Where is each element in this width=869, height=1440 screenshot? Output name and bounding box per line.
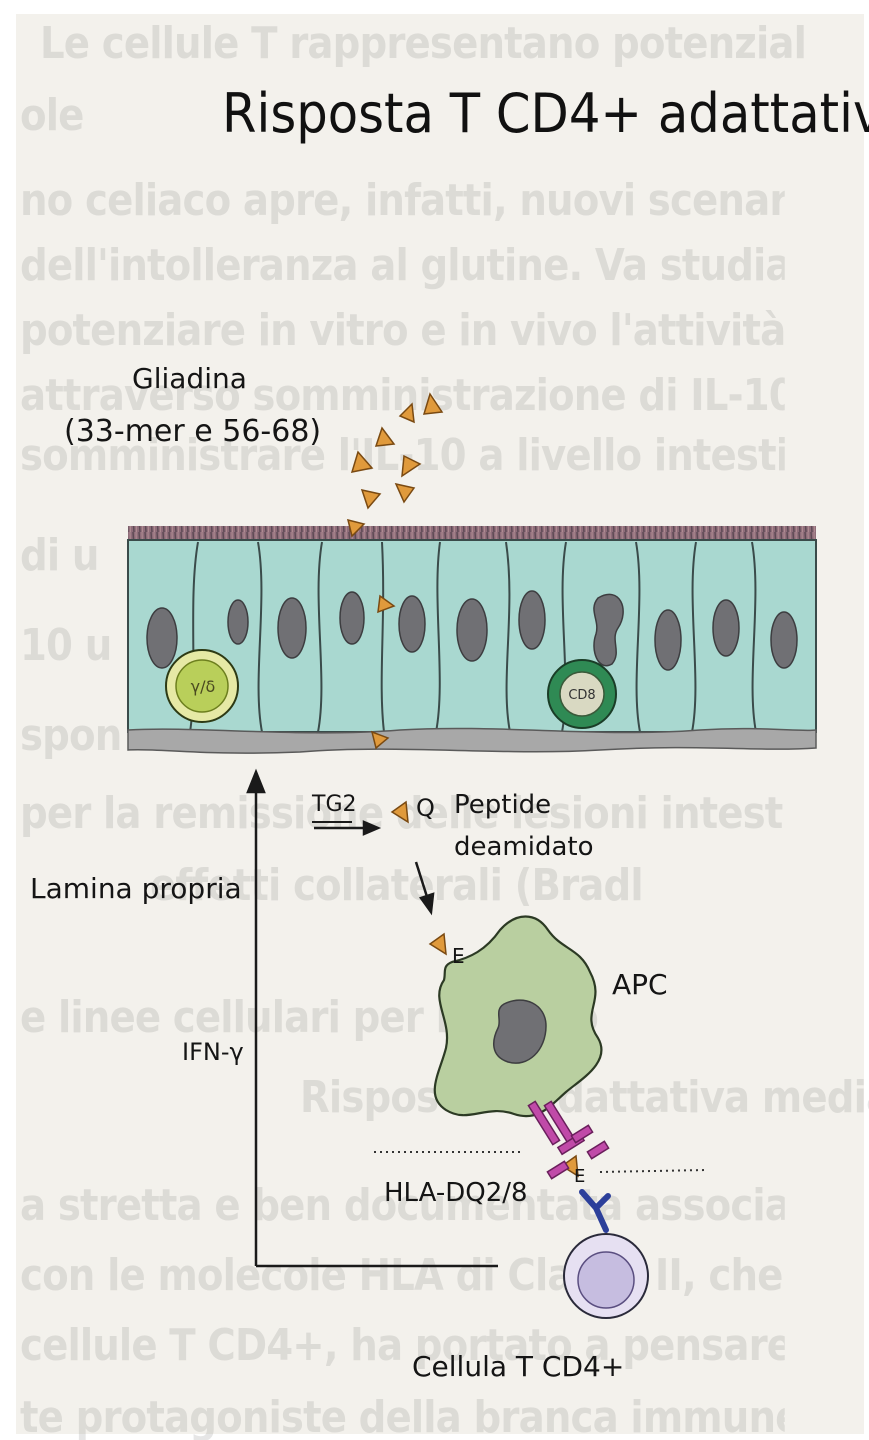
cd8-cell-label: CD8	[568, 688, 595, 703]
apc-label: APC	[612, 968, 668, 1001]
gliadin-subtitle: (33-mer e 56-68)	[64, 414, 321, 449]
gliadin-peptide-icon	[424, 394, 442, 414]
gamma-delta-cell-label: γ/δ	[191, 677, 216, 696]
deamidation-arrowhead-icon	[421, 894, 433, 912]
gliadin-peptide-icon	[396, 484, 414, 502]
gliadin-peptide-icon	[402, 456, 420, 476]
cd4-t-cell	[564, 1234, 648, 1318]
deamidation-arrow	[416, 862, 428, 900]
tg2-label: TG2	[312, 792, 356, 817]
tg2-arrowhead-icon	[364, 822, 378, 834]
gliadin-peptide-icon	[400, 404, 414, 422]
t-cell-receptor	[582, 1192, 608, 1230]
gliadin-peptide-icon	[376, 428, 394, 446]
ifn-gamma-arrowhead-icon	[248, 772, 264, 792]
deamidated-label: deamidato	[454, 832, 594, 862]
hla-dq-molecule	[528, 1101, 608, 1178]
gliadin-peptide-icon	[362, 490, 380, 508]
intestinal-epithelium	[128, 526, 816, 753]
lamina-propria-label: Lamina propria	[30, 872, 242, 905]
e-residue-hla-label: E	[574, 1166, 585, 1187]
ifn-gamma-label: IFN-γ	[182, 1038, 244, 1066]
gliadin-label: Gliadina	[132, 362, 247, 395]
gliadin-peptide-icon	[352, 452, 372, 472]
peptide-label: Peptide	[454, 790, 551, 820]
gliadin-peptide-icon	[392, 802, 408, 822]
gliadin-peptide-icon	[430, 934, 446, 954]
e-residue-apc-label: E	[452, 944, 465, 968]
hla-label: HLA-DQ2/8	[384, 1178, 528, 1208]
dotted-connector-right	[600, 1170, 706, 1172]
basement-membrane	[128, 728, 816, 753]
gliadin-label-line1: Gliadina	[132, 362, 247, 395]
q-residue-label: Q	[416, 794, 435, 822]
diagram-title: Risposta T CD4+ adattativa	[222, 82, 869, 145]
cd4-cell-label: Cellula T CD4+	[412, 1350, 624, 1383]
